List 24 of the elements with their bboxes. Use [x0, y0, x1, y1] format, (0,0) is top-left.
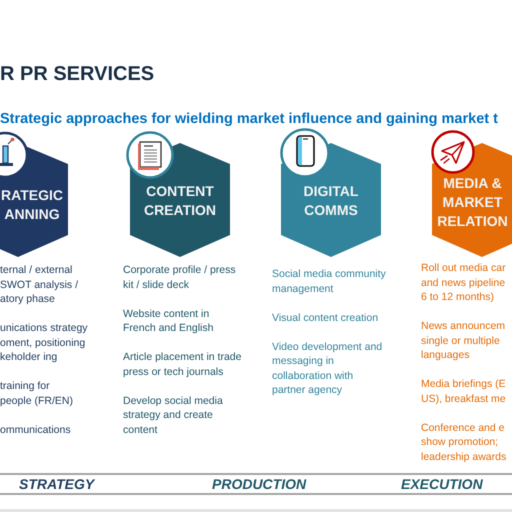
description-text: Conference and e show promotion; leadership awards [421, 420, 508, 464]
description-text: Develop social media strategy and create content [123, 394, 224, 437]
description-text: Video development and messaging in collaboration with partner agency [272, 340, 384, 398]
description-text: Social media community management [272, 267, 387, 296]
phase-label: PRODUCTION [212, 475, 306, 493]
subtitle: Strategic approaches for wielding market influence and gaining market t [0, 110, 498, 129]
description-text: Media briefings (E US), breakfast me [421, 377, 507, 406]
phase-label: EXECUTION [401, 475, 483, 493]
hexagon-title: MEDIA & MARKET RELATION [436, 174, 509, 231]
description-text: ternal / external SWOT analysis / atory phase [0, 263, 79, 306]
hexagon-title: DIGITAL COMMS [302, 182, 360, 220]
title: R PR SERVICES [0, 62, 154, 87]
description-text: unications strategy oment, positioning keholder ing [0, 321, 89, 364]
hexagon-title: CONTENT CREATION [142, 182, 218, 220]
description-text: Corporate profile / press kit / slide deck [123, 263, 237, 292]
description-text: ommunications [0, 422, 72, 437]
description-text: training for people (FR/EN) [0, 379, 74, 408]
description-text: News announcem single or multiple languages [421, 319, 506, 362]
description-text: Website content in French and English [123, 306, 214, 336]
hexagon-title: RATEGIC ANNING [0, 186, 64, 224]
description-text: Roll out media car and news pipeline 6 to 12 months) [421, 261, 507, 304]
description-text: Article placement in trade press or tech journals [123, 350, 242, 379]
description-text: Visual content creation [272, 310, 380, 325]
phase-label: STRATEGY [19, 475, 94, 493]
